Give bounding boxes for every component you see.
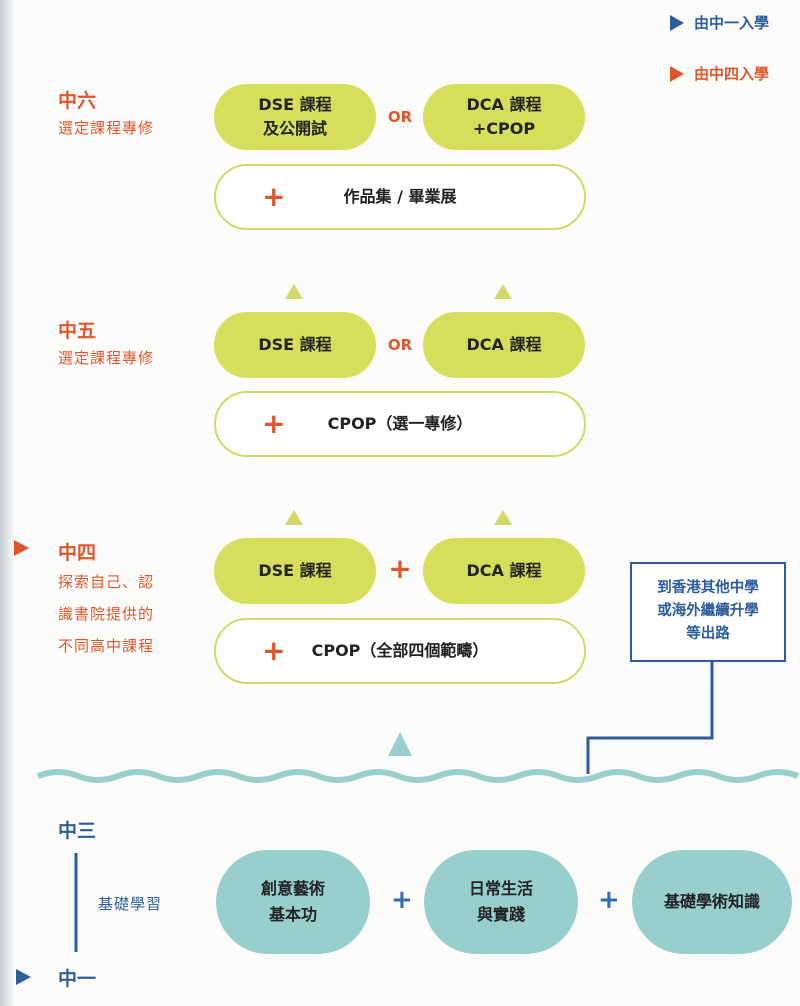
divider-wave bbox=[36, 769, 800, 783]
f4-subtitle-line1: 探索自己、認 bbox=[58, 573, 155, 591]
academic-knowledge-label: 基礎學術知識 bbox=[663, 892, 760, 911]
f6-dse-line1: DSE 課程 bbox=[258, 95, 332, 114]
f4-dse-label: DSE 課程 bbox=[258, 561, 332, 580]
up-arrow-icon bbox=[285, 284, 303, 299]
f5-cpop-label: CPOP（選一專修） bbox=[327, 414, 473, 433]
f5-or-label: OR bbox=[387, 336, 413, 354]
up-arrow-icon bbox=[285, 510, 303, 525]
teal-up-arrow-icon bbox=[388, 732, 412, 756]
f4-plus-icon: + bbox=[262, 634, 286, 667]
f4-subtitle-line2: 識書院提供的 bbox=[58, 605, 155, 623]
f5-dse-label: DSE 課程 bbox=[258, 335, 332, 354]
f4-cpop-box: + CPOP（全部四個範疇） bbox=[214, 618, 586, 684]
junior-plus-operator: + bbox=[598, 885, 620, 915]
legend-f1-entry: 由中一入學 bbox=[670, 12, 769, 33]
f4-cpop-label: CPOP（全部四個範疇） bbox=[311, 641, 489, 660]
junior-plus-operator: + bbox=[391, 885, 413, 915]
daily-life-pill: 日常生活與實踐 bbox=[424, 850, 578, 954]
f4-dca-label: DCA 課程 bbox=[466, 561, 542, 580]
legend-f1-label: 由中一入學 bbox=[694, 14, 770, 32]
creative-arts-pill: 創意藝術基本功 bbox=[216, 850, 370, 954]
foundation-label: 基礎學習 bbox=[98, 895, 163, 913]
f6-dse-pill: DSE 課程及公開試 bbox=[214, 84, 376, 150]
blue-arrow-icon bbox=[670, 14, 684, 31]
f5-grade-label: 中五 bbox=[58, 320, 97, 342]
f5-plus-icon: + bbox=[262, 407, 286, 440]
f6-dca-pill: DCA 課程 +CPOP bbox=[423, 84, 585, 150]
f3-grade-label: 中三 bbox=[58, 820, 97, 842]
f4-subtitle-line3: 不同高中課程 bbox=[58, 637, 155, 655]
exit-path-line2: 或海外繼續升學 bbox=[657, 603, 759, 619]
creative-arts-line1: 創意藝術 bbox=[260, 879, 325, 898]
orange-arrow-icon bbox=[670, 65, 684, 82]
up-arrow-icon bbox=[494, 510, 512, 525]
f6-dse-line2: 及公開試 bbox=[262, 119, 327, 138]
f1-grade-label: 中一 bbox=[58, 968, 97, 990]
exit-path-line1: 到香港其他中學 bbox=[657, 580, 759, 596]
f6-dca-line1: DCA 課程 bbox=[466, 95, 542, 114]
legend-f4-entry: 由中四入學 bbox=[670, 63, 769, 84]
f4-grade-label: 中四 bbox=[58, 542, 97, 564]
daily-life-line1: 日常生活 bbox=[468, 879, 533, 898]
f6-plus-icon: + bbox=[262, 180, 286, 213]
f6-portfolio-box: + 作品集 / 畢業展 bbox=[214, 164, 586, 230]
f4-plus-operator: + bbox=[388, 552, 412, 585]
up-arrow-icon bbox=[494, 284, 512, 299]
f5-cpop-box: + CPOP（選一專修） bbox=[214, 391, 586, 457]
academic-knowledge-pill: 基礎學術知識 bbox=[632, 850, 792, 954]
f5-dca-label: DCA 課程 bbox=[466, 335, 542, 354]
f6-or-label: OR bbox=[387, 108, 413, 126]
page-edge-shadow bbox=[0, 0, 16, 1006]
f4-dse-pill: DSE 課程 bbox=[214, 538, 376, 604]
exit-connector-line bbox=[586, 662, 714, 774]
f6-grade-label: 中六 bbox=[58, 90, 97, 112]
legend-f4-label: 由中四入學 bbox=[694, 65, 770, 83]
f6-subtitle: 選定課程專修 bbox=[58, 119, 155, 137]
f4-dca-pill: DCA 課程 bbox=[423, 538, 585, 604]
creative-arts-line2: 基本功 bbox=[268, 905, 317, 924]
f6-portfolio-label: 作品集 / 畢業展 bbox=[343, 187, 457, 206]
daily-life-line2: 與實踐 bbox=[476, 905, 525, 924]
f1-entry-arrow-icon bbox=[16, 969, 31, 985]
exit-path-box: 到香港其他中學 或海外繼續升學 等出路 bbox=[630, 562, 786, 662]
f5-dca-pill: DCA 課程 bbox=[423, 312, 585, 378]
f4-entry-arrow-icon bbox=[14, 540, 29, 556]
f5-subtitle: 選定課程專修 bbox=[58, 349, 155, 367]
f5-dse-pill: DSE 課程 bbox=[214, 312, 376, 378]
f6-dca-line2: +CPOP bbox=[472, 119, 536, 138]
exit-path-line3: 等出路 bbox=[686, 626, 730, 642]
